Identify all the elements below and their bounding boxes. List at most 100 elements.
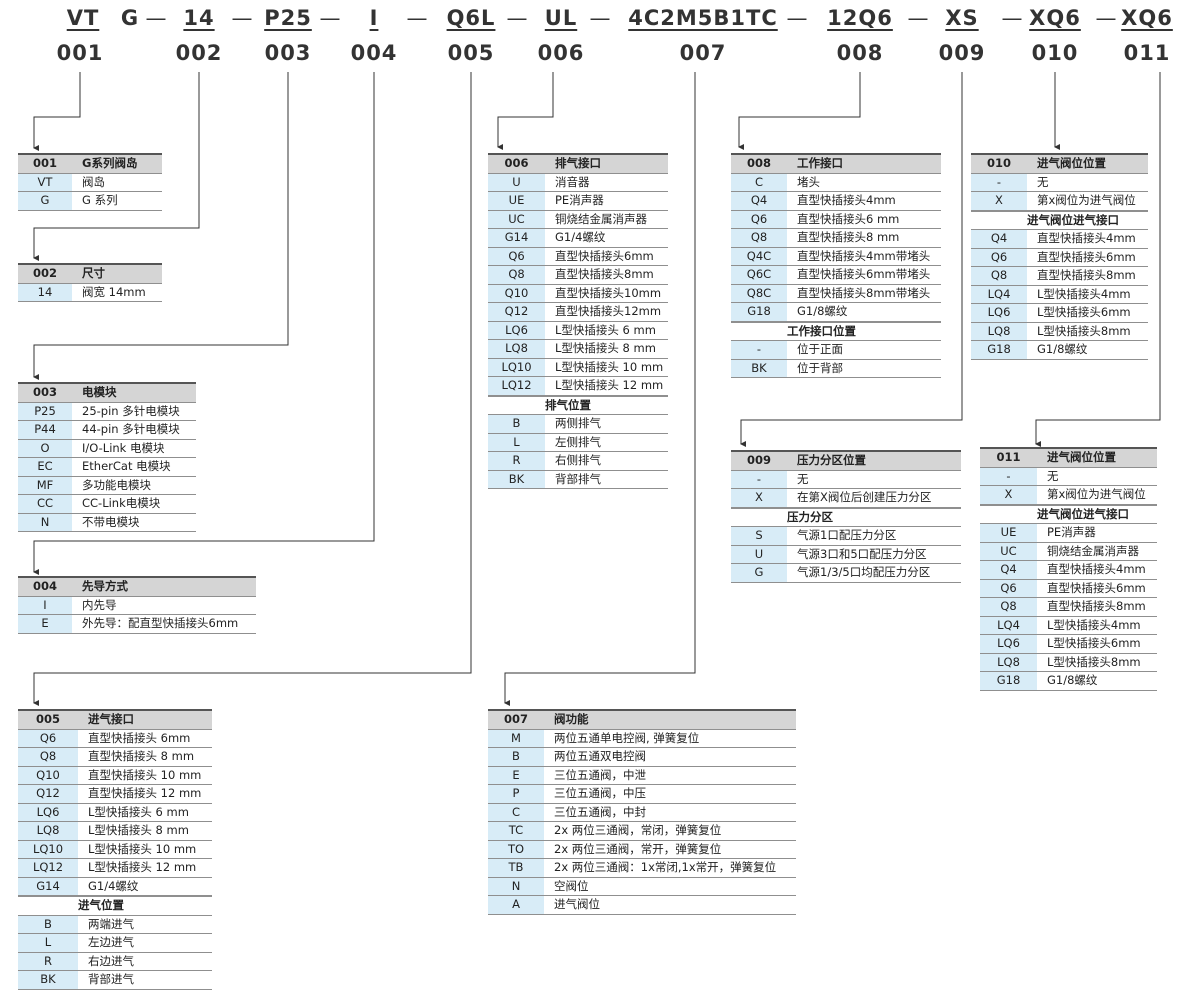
table-id: 001 bbox=[32, 156, 57, 170]
option-description: 三位五通阀，中封 bbox=[554, 804, 646, 819]
table-row: -无 bbox=[731, 470, 961, 489]
option-description: 2x 两位三通阀：1x常闭,1x常开，弹簧复位 bbox=[554, 860, 777, 874]
code-exhaust-port: UL bbox=[544, 6, 578, 30]
option-code: Q6 bbox=[971, 248, 1027, 266]
option-code: Q4C bbox=[731, 247, 787, 265]
option-code: N bbox=[488, 877, 544, 895]
section-spacer bbox=[971, 212, 1027, 230]
option-code: Q6C bbox=[731, 266, 787, 284]
separator-dash: — bbox=[1001, 6, 1023, 30]
option-description: PE消声器 bbox=[555, 193, 604, 207]
option-description: 直型快插接头4mm bbox=[797, 193, 896, 207]
option-code: C bbox=[731, 173, 787, 191]
option-description: 无 bbox=[1037, 174, 1049, 189]
section-spacer bbox=[488, 397, 545, 415]
option-code: Q8 bbox=[731, 229, 787, 247]
option-description: L型快插接头 10 mm bbox=[88, 841, 197, 856]
table-id: 008 bbox=[746, 156, 771, 170]
option-code: UC bbox=[980, 542, 1037, 560]
table-row: Q8 直型快插接头8mm bbox=[980, 598, 1157, 617]
section-header-row: 排气位置 bbox=[488, 395, 668, 415]
option-description: 在第X阀位后创建压力分区 bbox=[797, 490, 932, 504]
option-code: Q4 bbox=[971, 230, 1027, 248]
option-description: 直型快插接头6 mm bbox=[797, 211, 900, 226]
option-code: Q6 bbox=[980, 579, 1037, 597]
option-code: Q8 bbox=[980, 598, 1037, 616]
option-description: 直型快插接头8mm带堵头 bbox=[797, 285, 931, 300]
position-number: 006 bbox=[537, 41, 585, 65]
option-description: 直型快插接头10mm bbox=[555, 285, 662, 300]
option-code: N bbox=[18, 513, 72, 531]
table-row: N 空阀位 bbox=[488, 877, 796, 896]
option-description: 两端进气 bbox=[88, 916, 134, 931]
option-description: L型快插接头8mm bbox=[1037, 323, 1131, 338]
option-description: 空阀位 bbox=[554, 878, 589, 893]
option-code: Q12 bbox=[488, 303, 545, 321]
code-vt: VT bbox=[66, 6, 100, 30]
section-header: 排气位置 bbox=[545, 397, 591, 412]
option-description: 直型快插接头 8 mm bbox=[88, 749, 195, 763]
option-code: LQ4 bbox=[971, 285, 1027, 303]
option-description: 三位五通阀，中压 bbox=[554, 786, 646, 800]
option-code: P25 bbox=[18, 402, 72, 420]
option-code: A bbox=[488, 896, 544, 914]
option-description: 直型快插接头8mm bbox=[1047, 599, 1146, 613]
separator-dash: — bbox=[786, 6, 808, 30]
position-number: 005 bbox=[447, 41, 495, 65]
option-description: 无 bbox=[797, 471, 809, 486]
code-pressure-zone: XS bbox=[945, 6, 979, 30]
code-valve-function: 4C2M5B1TC bbox=[628, 6, 778, 30]
table-row: -无 bbox=[971, 173, 1148, 192]
table-title: 先导方式 bbox=[82, 579, 128, 593]
option-code: - bbox=[731, 470, 787, 488]
option-description: 两侧排气 bbox=[555, 416, 601, 430]
option-code: Q8C bbox=[731, 284, 787, 302]
option-code: LQ12 bbox=[488, 377, 545, 395]
option-description: 背部进气 bbox=[88, 972, 134, 986]
position-number: 004 bbox=[350, 41, 398, 65]
code-supply-valve-b: XQ6 bbox=[1121, 6, 1173, 30]
option-code: VT bbox=[18, 173, 72, 191]
option-code: B bbox=[18, 915, 78, 933]
option-code: G18 bbox=[980, 672, 1037, 690]
option-code: B bbox=[488, 748, 544, 766]
option-code: Q8 bbox=[18, 748, 78, 766]
position-number: 008 bbox=[836, 41, 884, 65]
option-code: Q6 bbox=[488, 247, 545, 265]
option-description: EtherCat 电模块 bbox=[82, 459, 171, 473]
section-header: 进气位置 bbox=[78, 898, 124, 912]
option-description: CC-Link电模块 bbox=[82, 496, 161, 510]
option-description: G1/8螺纹 bbox=[1047, 673, 1098, 687]
option-description: 外先导：配直型快插接头6mm bbox=[82, 616, 239, 630]
